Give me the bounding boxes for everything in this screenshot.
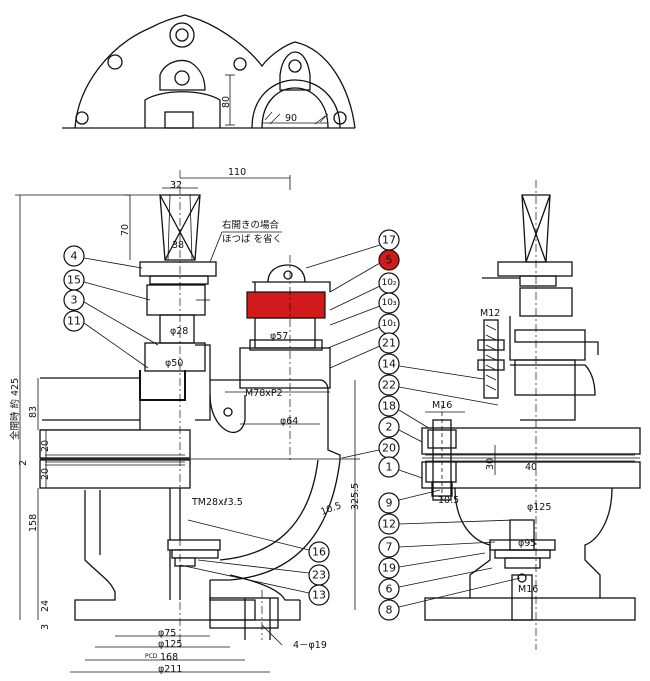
dim-70: 70 [120,224,131,236]
label-6: 6 [386,583,393,596]
dim-168: 168 [160,652,178,663]
dim-30: 30 [485,458,496,470]
dim-m16b: M16 [518,584,538,595]
label-9: 9 [386,497,393,510]
dim-total: 全開時 約 425 [9,378,21,440]
dim-20a: 20 [40,440,51,452]
dim-83: 83 [28,406,39,418]
dim-325: 325.5 [350,483,361,510]
dim-90: 90 [285,113,297,124]
label-13: 13 [312,589,326,602]
label-18: 18 [382,400,396,413]
label-10-2: 10₂ [381,278,396,288]
highlighted-handle [246,291,326,319]
mid-labels: 17 5 10₂ 10₃ 10₁ 21 14 22 18 2 20 1 9 12… [305,229,521,621]
lower-labels: 16 23 13 [179,519,330,606]
dim-40: 40 [525,462,537,473]
label-8: 8 [386,604,393,617]
dim-95: φ95 [518,538,536,549]
dim-tm28: TM28xℓ3.5 [191,497,243,508]
dim-75: φ75 [158,628,176,639]
label-23: 23 [312,569,326,582]
dim-holes: 4－φ19 [293,640,327,651]
dim-110: 110 [228,167,246,178]
note: 右開きの場合 ほつば を省く [209,219,282,263]
label-22: 22 [382,379,396,392]
dim-158: 158 [28,514,39,532]
label-3: 3 [71,294,78,307]
left-labels: 4 15 3 11 [63,245,159,369]
dim-38: 38 [172,240,184,251]
pcd-label: PCD [145,653,158,660]
dim-57: φ57 [270,331,288,342]
dim-64: φ64 [280,416,298,427]
label-11: 11 [67,315,81,328]
dim-20b: 20 [40,468,51,480]
dim-32: 32 [170,180,182,191]
dim-125: φ125 [158,639,182,650]
top-view: 80 90 [62,14,356,129]
dim-10-5: 10.5 [319,500,343,518]
dim-28: φ28 [170,326,188,337]
label-21: 21 [382,337,396,350]
label-5-highlight [378,249,400,271]
label-10-1: 10₁ [381,319,396,329]
dim-125b: φ125 [527,502,551,513]
dim-2: 2 [18,460,29,466]
label-4: 4 [71,250,78,263]
dim-3: 3 [40,624,51,630]
main-section [39,170,360,650]
label-17: 17 [382,234,396,247]
dim-10-5b: 10.5 [438,495,459,506]
label-12: 12 [382,518,396,531]
label-1: 1 [386,461,393,474]
main-dimensions: 110 32 70 38 φ28 φ50 φ57 M78xP2 φ64 TM28… [9,167,361,675]
label-15: 15 [67,274,81,287]
side-view: M16 30 40 10.5 φ125 φ95 M16 M12 [421,180,641,650]
label-16: 16 [312,546,326,559]
label-14: 14 [382,358,396,371]
dim-211: φ211 [158,664,182,675]
label-5: 5 [386,254,393,267]
label-7: 7 [386,541,393,554]
label-2: 2 [386,421,393,434]
dim-50: φ50 [165,358,183,369]
note-line1: 右開きの場合 [222,219,280,231]
dim-m12: M12 [480,308,500,319]
dim-m16a: M16 [432,400,452,411]
label-20: 20 [382,442,396,455]
label-19: 19 [382,562,396,575]
note-line2: ほつば を省く [222,233,282,245]
dim-24: 24 [40,600,51,612]
dim-80: 80 [221,96,232,108]
label-10-3: 10₃ [381,298,396,308]
dim-m78: M78xP2 [245,388,283,399]
